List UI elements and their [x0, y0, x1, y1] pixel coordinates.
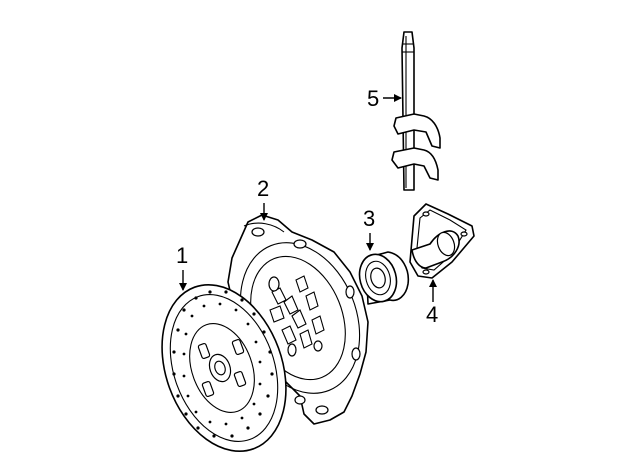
callout-1-label: 1 — [176, 243, 188, 268]
callout-2-label: 2 — [257, 176, 269, 201]
callout-5-label: 5 — [367, 86, 379, 111]
release-bearing — [358, 251, 410, 305]
rivet-pattern — [172, 290, 274, 438]
clutch-disc — [161, 283, 287, 453]
callout-3: 3 — [363, 206, 375, 251]
bearing-retainer — [409, 203, 475, 279]
callout-1: 1 — [176, 243, 188, 291]
callout-4-label: 4 — [426, 302, 438, 327]
release-fork-shaft — [391, 31, 441, 191]
callout-4: 4 — [426, 279, 438, 327]
callout-5: 5 — [367, 86, 402, 111]
callout-2: 2 — [257, 176, 269, 221]
callout-3-label: 3 — [363, 206, 375, 231]
